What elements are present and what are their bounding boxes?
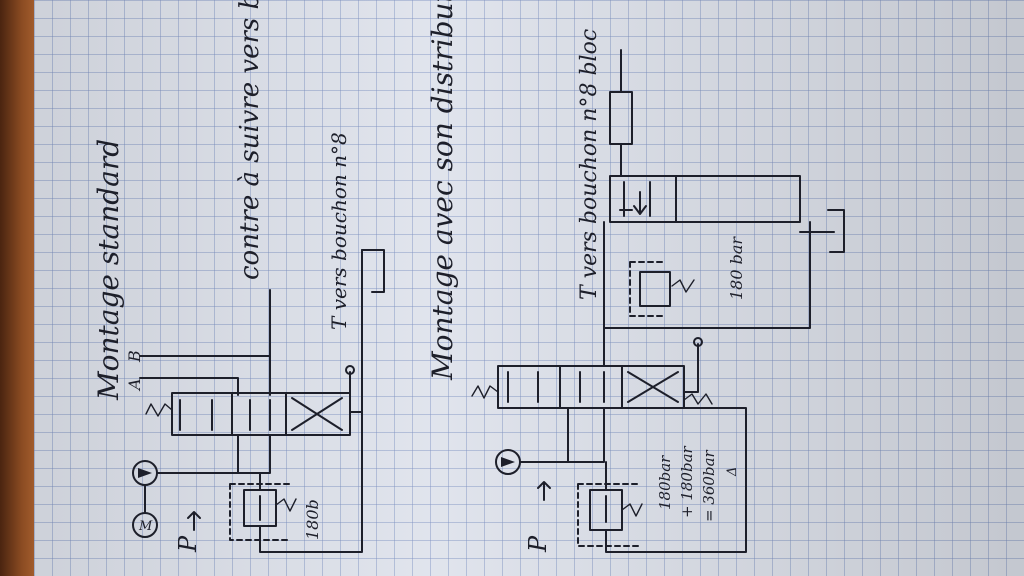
grid-paper-sheet <box>34 0 1024 576</box>
port-a-label: A <box>125 378 144 392</box>
pressure-label-bottom: P <box>524 535 552 553</box>
cylinder-body <box>609 91 633 145</box>
calc-line-3: = 360bar <box>700 449 718 522</box>
valve-body-distributor <box>497 365 685 409</box>
pressure-label-top: P <box>174 535 202 553</box>
calc-delta: Δ <box>725 467 740 477</box>
title-standard: Montage standard <box>92 139 125 401</box>
valve-lever-distributor <box>683 343 699 393</box>
circuit-distributor: 180 bar 180bar + 180bar = 360bar Δ P <box>471 49 845 553</box>
note-tank-top: T vers bouchon n°8 <box>327 132 351 330</box>
desk-edge <box>0 0 36 576</box>
port-b-label: B <box>125 350 144 363</box>
valve-body-secondary <box>609 175 801 223</box>
title-distributor: Montage avec son distributeur <box>426 0 459 381</box>
valve-spring-distributor <box>471 385 499 399</box>
calc-line-1: 180bar <box>656 455 674 510</box>
circuit-standard: A B M <box>125 249 385 553</box>
note-top: contre à suivre vers bloc n° <box>235 0 265 280</box>
line-port-a <box>139 377 239 396</box>
note-tank-bottom: T vers bouchon n°8 bloc <box>577 29 602 300</box>
relief-valve-secondary <box>639 271 671 307</box>
calc-line-2: + 180bar <box>678 445 696 518</box>
relief-label-top: 180b <box>303 499 322 540</box>
valve-spring-standard <box>145 403 173 417</box>
lighting-shade <box>34 0 1024 576</box>
line-pressure-bottom <box>519 407 605 463</box>
line-pressure-top <box>157 434 271 474</box>
motor-label: M <box>138 519 153 534</box>
valve-body-standard <box>171 392 351 436</box>
relief-label-secondary: 180 bar <box>727 236 746 300</box>
tank-symbol-bottom <box>827 209 845 253</box>
line-port-b <box>139 355 271 396</box>
tank-symbol-top <box>361 249 385 293</box>
